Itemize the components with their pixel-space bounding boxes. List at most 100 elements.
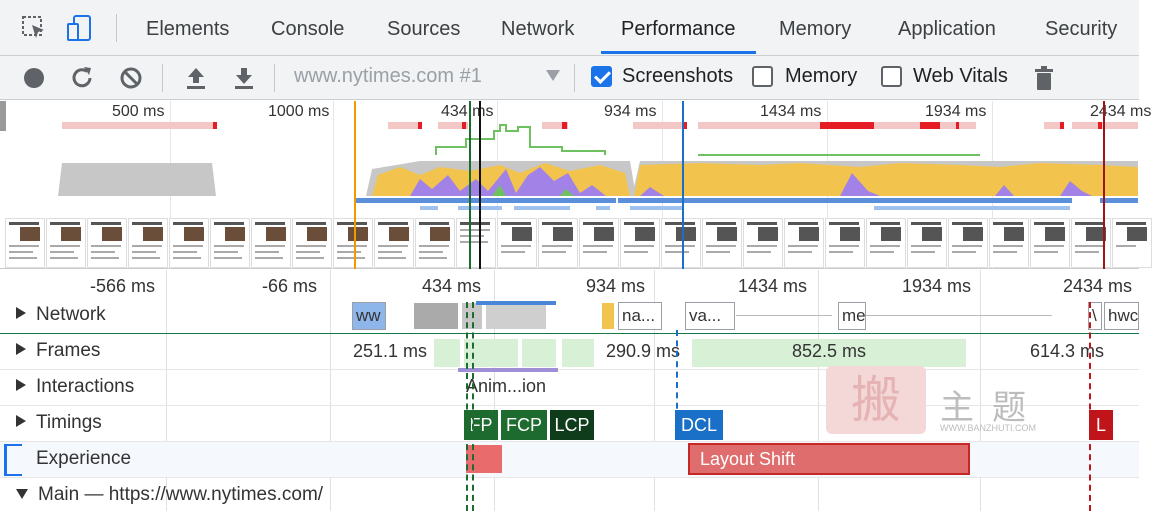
frame-block[interactable]	[692, 339, 966, 367]
interactions-track[interactable]: Interactions	[0, 370, 1139, 406]
screenshot-thumbnail[interactable]	[907, 218, 947, 268]
screenshot-thumbnail[interactable]	[169, 218, 209, 268]
network-request[interactable]: me	[838, 302, 866, 330]
layout-shift-block[interactable]: Layout Shift	[688, 443, 970, 475]
screenshot-thumbnail[interactable]	[415, 218, 455, 268]
frame-duration[interactable]: 614.3 ms	[1030, 341, 1105, 361]
lcp-marker[interactable]: LCP	[550, 410, 594, 440]
frame-block[interactable]	[522, 339, 556, 367]
overview-tick: 500 ms	[112, 103, 165, 120]
screenshot-thumbnail[interactable]	[620, 218, 660, 268]
collapse-arrow-icon[interactable]	[16, 489, 28, 499]
device-toggle-icon[interactable]	[66, 14, 94, 42]
network-request[interactable]: ww	[352, 302, 386, 330]
expand-arrow-icon[interactable]	[16, 415, 26, 427]
expand-arrow-icon[interactable]	[16, 379, 26, 391]
screenshot-thumbnail[interactable]	[292, 218, 332, 268]
load-marker[interactable]: L	[1089, 410, 1113, 440]
screenshot-thumbnail[interactable]	[5, 218, 45, 268]
timeline-gridline	[654, 270, 655, 511]
network-track-label[interactable]: Network	[16, 304, 106, 326]
dcl-marker[interactable]: DCL	[675, 410, 723, 440]
screenshot-thumbnail[interactable]	[784, 218, 824, 268]
profile-select[interactable]: www.nytimes.com #1	[294, 65, 482, 87]
screenshot-thumbnail[interactable]	[702, 218, 742, 268]
main-track-label[interactable]: Main — https://www.nytimes.com/	[16, 484, 323, 506]
tab-elements[interactable]: Elements	[146, 18, 230, 40]
tab-memory[interactable]: Memory	[779, 18, 852, 40]
tab-sources[interactable]: Sources	[387, 18, 461, 40]
experience-track-label[interactable]: Experience	[36, 448, 132, 469]
screenshot-thumbnail[interactable]	[46, 218, 86, 268]
screenshot-thumbnail[interactable]	[333, 218, 373, 268]
overview-left-handle[interactable]	[0, 101, 6, 131]
screenshot-thumbnail[interactable]	[210, 218, 250, 268]
tab-network[interactable]: Network	[501, 18, 575, 40]
frame-duration[interactable]: 290.9 ms	[606, 341, 681, 361]
screenshot-filmstrip[interactable]	[0, 216, 1152, 269]
screenshot-thumbnail[interactable]	[1071, 218, 1111, 268]
network-request[interactable]	[602, 303, 614, 329]
screenshot-thumbnail[interactable]	[743, 218, 783, 268]
animation-label[interactable]: Anim...ion	[466, 376, 547, 396]
watermark-text: 主题	[940, 388, 1044, 428]
frame-duration[interactable]: 251.1 ms	[353, 341, 428, 361]
download-icon[interactable]	[230, 64, 258, 92]
tab-performance[interactable]: Performance	[601, 0, 755, 56]
clear-icon[interactable]	[117, 64, 145, 92]
screenshot-thumbnail[interactable]	[948, 218, 988, 268]
screenshot-thumbnail[interactable]	[251, 218, 291, 268]
frames-track-label[interactable]: Frames	[16, 340, 100, 362]
trash-icon[interactable]	[1030, 64, 1058, 92]
screenshot-thumbnail[interactable]	[989, 218, 1029, 268]
tab-security[interactable]: Security	[1045, 18, 1118, 40]
main-thread-track[interactable]: Main — https://www.nytimes.com/	[0, 478, 1139, 514]
screenshot-thumbnail[interactable]	[1030, 218, 1070, 268]
animation-bar[interactable]	[458, 368, 558, 372]
memory-checkbox[interactable]	[752, 66, 773, 87]
network-track[interactable]: Network ww na... va... me \ hwc	[0, 298, 1139, 334]
record-icon[interactable]	[20, 64, 48, 92]
network-request[interactable]: va...	[685, 302, 735, 330]
screenshot-thumbnail[interactable]	[661, 218, 701, 268]
screenshots-checkbox[interactable]	[591, 66, 612, 87]
fp-marker[interactable]: FP	[464, 410, 498, 440]
overview-tick: 1434 ms	[760, 103, 822, 120]
screenshot-thumbnail[interactable]	[456, 218, 496, 268]
timings-track[interactable]: Timings FP FCP LCP DCL L	[0, 406, 1139, 442]
timings-track-label[interactable]: Timings	[16, 412, 102, 434]
screenshot-thumbnail[interactable]	[579, 218, 619, 268]
selection-start-marker[interactable]	[354, 101, 356, 269]
reload-record-icon[interactable]	[68, 64, 96, 92]
fcp-marker[interactable]: FCP	[501, 410, 547, 440]
expand-arrow-icon[interactable]	[16, 343, 26, 355]
timeline-overview[interactable]: 500 ms 1000 ms 434 ms 934 ms 1434 ms 193…	[0, 101, 1152, 269]
screenshot-thumbnail[interactable]	[538, 218, 578, 268]
chevron-down-icon[interactable]	[546, 70, 560, 81]
screenshot-thumbnail[interactable]	[128, 218, 168, 268]
frame-block[interactable]	[434, 339, 460, 367]
tab-console[interactable]: Console	[271, 18, 345, 40]
frame-duration[interactable]: 852.5 ms	[792, 341, 867, 361]
screenshot-thumbnail[interactable]	[87, 218, 127, 268]
expand-arrow-icon[interactable]	[16, 307, 26, 319]
upload-icon[interactable]	[182, 64, 210, 92]
screenshot-thumbnail[interactable]	[825, 218, 865, 268]
lcp-marker-line	[479, 101, 481, 269]
network-request[interactable]: hwc	[1104, 302, 1139, 330]
network-request[interactable]	[486, 303, 546, 329]
screenshot-thumbnail[interactable]	[374, 218, 414, 268]
interactions-track-label[interactable]: Interactions	[16, 376, 134, 398]
tab-application[interactable]: Application	[898, 18, 996, 40]
screenshot-thumbnail[interactable]	[497, 218, 537, 268]
frames-track[interactable]: Frames 251.1 ms 290.9 ms 852.5 ms 614.3 …	[0, 334, 1139, 370]
network-request[interactable]	[414, 303, 458, 329]
screenshot-thumbnail[interactable]	[866, 218, 906, 268]
frame-block[interactable]	[562, 339, 594, 367]
network-request[interactable]: na...	[618, 302, 662, 330]
overview-gridline	[333, 101, 334, 269]
cursor-inspect-icon[interactable]	[20, 14, 48, 42]
network-request[interactable]: \	[1088, 302, 1102, 330]
screenshot-thumbnail[interactable]	[1112, 218, 1152, 268]
web-vitals-checkbox[interactable]	[881, 66, 902, 87]
